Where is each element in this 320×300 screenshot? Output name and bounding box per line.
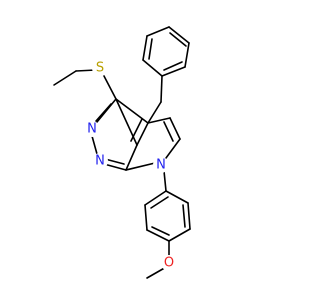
bond [146,229,170,242]
bond [151,226,170,236]
bond [163,121,174,142]
bonds [53,26,191,279]
bond [184,42,190,68]
atom-label-n1: N [95,154,105,169]
bond [169,32,187,47]
bond [144,204,148,231]
bond [53,70,77,86]
bond [187,202,191,230]
bond [148,38,153,60]
atom-label-o: O [164,256,174,271]
bond [95,103,112,122]
oxygen-atom: O [161,255,177,271]
atom-label-s: S [96,61,104,76]
bond [91,135,98,155]
bond [165,138,181,159]
bond [161,66,186,77]
bond [104,158,125,165]
bond [165,190,189,204]
atom-label-n7: N [156,158,166,173]
bond [136,122,149,146]
bond [125,162,156,171]
atom-labels: S N N N O [84,60,177,271]
bond [144,190,167,206]
bond [142,35,148,61]
nitrogen-atom-1: N [92,153,108,169]
bond [163,61,183,71]
sulfur-atom: S [92,60,108,76]
bond [96,98,117,123]
bond [147,101,162,124]
bond [130,118,143,142]
bond [163,170,167,192]
bond [182,204,186,228]
molecule-structure-diagram: S N N N O [53,26,191,279]
bond [150,196,169,209]
nitrogen-atom-3: N [84,121,100,137]
bond [168,228,191,242]
bond [147,117,171,124]
bond [169,117,181,140]
bond [168,26,190,44]
nitrogen-atom-7: N [153,157,169,173]
bond [103,75,117,100]
atom-label-n3: N [87,122,97,137]
bond [146,26,170,37]
bond [160,75,163,103]
bond [125,144,138,171]
bond [142,59,163,77]
bond [103,163,127,171]
bond [115,98,149,124]
